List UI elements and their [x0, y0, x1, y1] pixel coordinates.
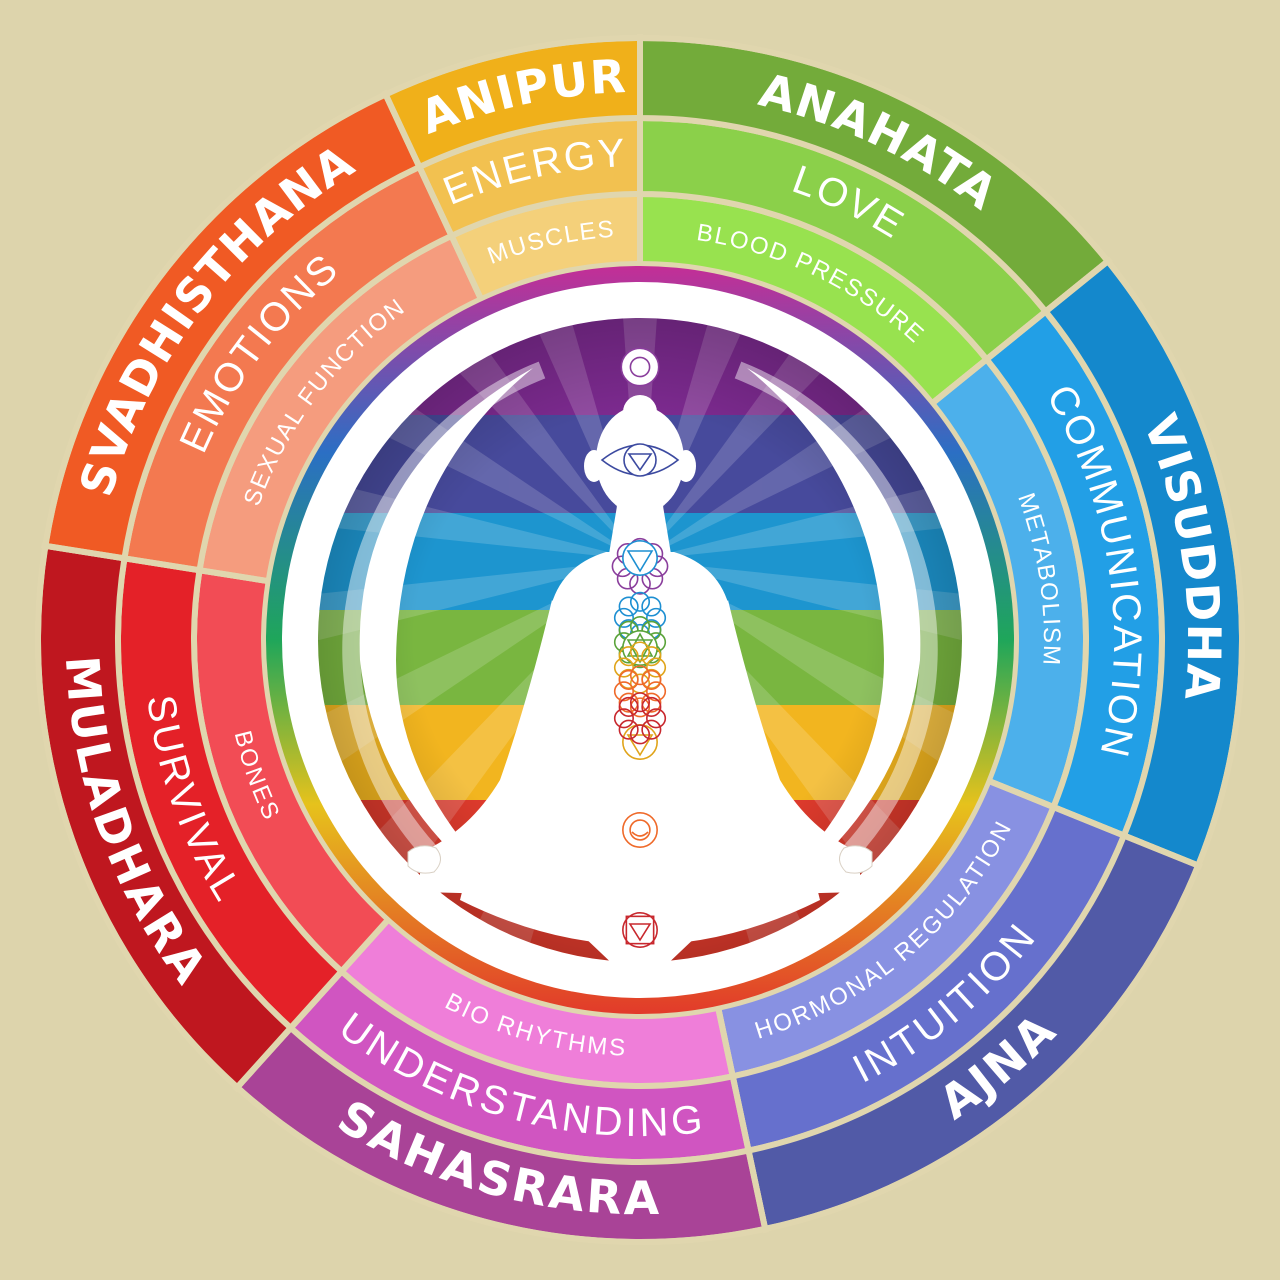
segment-ajna	[714, 776, 1203, 1233]
chakra-segments	[35, 34, 1245, 1245]
segment-svadhisthana	[41, 90, 486, 585]
left-hand	[407, 845, 441, 874]
root-chakra-symbol	[613, 692, 667, 948]
moon-crescent	[359, 368, 533, 850]
third-eye-chakra-symbol	[600, 443, 680, 477]
aura-arc	[342, 361, 546, 859]
right-arm	[708, 600, 858, 872]
moon-crescent-right	[747, 368, 921, 850]
segment-dividers	[35, 34, 1245, 1245]
segment-visuddha	[927, 256, 1245, 870]
meditating-figure	[359, 368, 921, 990]
segment-anahata	[637, 34, 1113, 408]
chakra-symbols	[600, 347, 680, 948]
left-arm	[422, 600, 572, 872]
lap	[460, 860, 820, 945]
right-hand	[839, 845, 873, 874]
sacral-chakra-symbol	[613, 665, 667, 848]
aura-arc-right	[734, 361, 938, 859]
